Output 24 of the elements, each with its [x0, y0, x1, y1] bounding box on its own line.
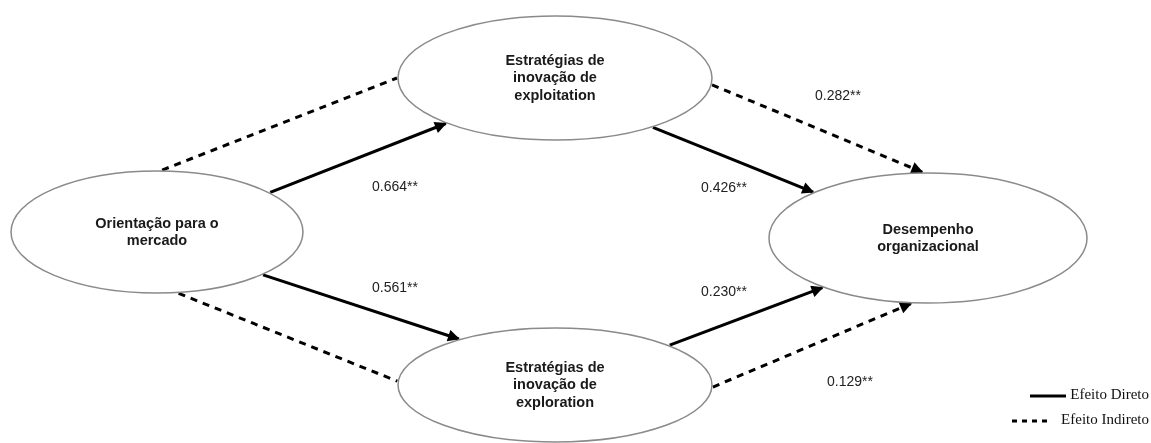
node-label: Estratégias de inovação de exploration — [504, 358, 606, 412]
arrow — [269, 121, 447, 194]
edge-label: 0.561** — [370, 279, 420, 295]
arrow — [711, 83, 924, 174]
arrow — [262, 273, 460, 342]
ellipse-node — [768, 172, 1088, 304]
edge-label: 0.282** — [813, 87, 863, 103]
legend-label: Efeito Direto — [1070, 386, 1149, 403]
edge-label: 0.129** — [825, 373, 875, 389]
edge-label: 0.664** — [370, 178, 420, 194]
ellipse-node — [397, 15, 713, 141]
ellipse-node — [397, 327, 713, 443]
connector-line — [161, 76, 398, 172]
node-label: Desempenho organizacional — [876, 220, 980, 256]
arrow — [652, 126, 815, 194]
connector-line — [178, 291, 398, 383]
arrow — [712, 302, 912, 389]
ellipse-node — [10, 170, 304, 294]
node-label: Estratégias de inovação de exploitation — [504, 51, 606, 105]
node-label: Orientação para o mercado — [94, 214, 220, 250]
legend-label: Efeito Indireto — [1061, 411, 1149, 428]
edge-label: 0.426** — [699, 179, 749, 195]
arrow — [669, 285, 824, 347]
edge-label: 0.230** — [699, 283, 749, 299]
